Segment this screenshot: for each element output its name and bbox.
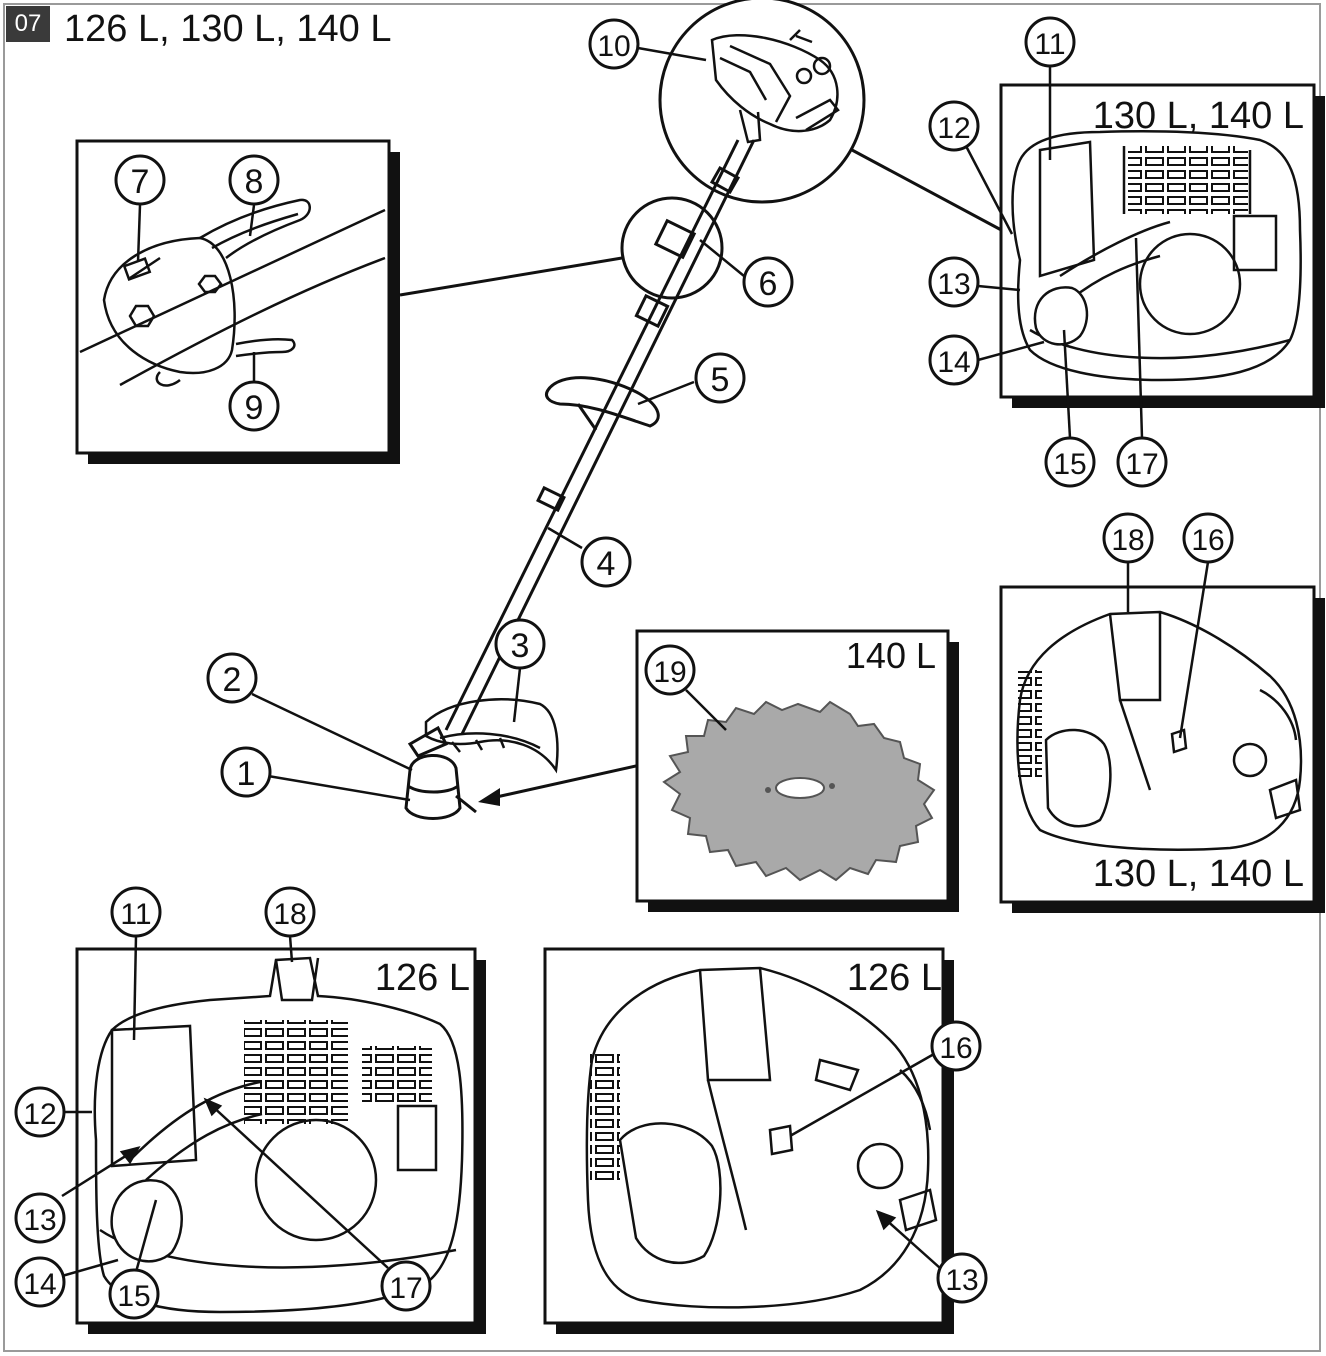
engine-130-140-right-illustration xyxy=(1016,610,1303,851)
callout-14: 14 xyxy=(928,334,980,386)
svg-text:18: 18 xyxy=(273,898,306,931)
callout-13: 13 xyxy=(936,1252,988,1304)
svg-text:11: 11 xyxy=(120,898,151,931)
panel-engine-126-right: 126 L 16 13 xyxy=(543,947,988,1334)
section-title: 126 L, 130 L, 140 L xyxy=(64,8,392,50)
callout-11: 11 xyxy=(110,886,162,938)
svg-text:18: 18 xyxy=(1111,524,1144,557)
callout-13: 13 xyxy=(928,256,980,308)
svg-text:8: 8 xyxy=(245,163,264,201)
svg-text:10: 10 xyxy=(597,30,630,63)
svg-text:4: 4 xyxy=(597,545,616,583)
callout-19: 19 xyxy=(644,644,696,696)
model-label: 130 L, 140 L xyxy=(1093,853,1304,895)
svg-text:1: 1 xyxy=(237,755,256,793)
panel-blade-140: 140 L 19 xyxy=(635,629,959,912)
callout-5: 5 xyxy=(694,352,746,404)
svg-text:2: 2 xyxy=(223,661,242,699)
callout-17: 17 xyxy=(1116,436,1168,488)
callout-4: 4 xyxy=(580,536,632,588)
throttle-handle-illustration xyxy=(79,198,386,387)
trimmer-guard xyxy=(424,698,559,774)
main-trimmer-illustration: 1 2 3 4 5 6 10 xyxy=(206,0,1006,820)
model-label: 130 L, 140 L xyxy=(1093,95,1304,137)
svg-text:17: 17 xyxy=(1125,448,1158,481)
panel-engine-130-140-left: 130 L, 140 L 11 12 13 14 15 17 xyxy=(928,16,1325,488)
svg-text:7: 7 xyxy=(131,163,150,201)
callout-12: 12 xyxy=(928,100,980,152)
trimmer-engine xyxy=(710,29,840,144)
section-number-badge: 07 xyxy=(6,6,50,42)
callout-15: 15 xyxy=(1044,436,1096,488)
svg-text:17: 17 xyxy=(389,1272,422,1305)
callout-1: 1 xyxy=(220,746,272,798)
svg-text:3: 3 xyxy=(511,627,530,665)
svg-text:19: 19 xyxy=(653,656,686,689)
engine-zoom-circle xyxy=(658,0,866,204)
svg-text:16: 16 xyxy=(939,1032,972,1065)
callout-9: 9 xyxy=(228,380,280,432)
callout-3: 3 xyxy=(494,618,546,670)
svg-text:6: 6 xyxy=(759,265,778,303)
callout-6: 6 xyxy=(742,256,794,308)
svg-text:9: 9 xyxy=(245,389,264,427)
throttle-zoom-circle xyxy=(620,196,724,300)
callout-2: 2 xyxy=(206,652,258,704)
callout-7: 7 xyxy=(114,154,166,206)
panel-engine-130-140-right: 130 L, 140 L 18 16 xyxy=(999,512,1325,913)
callout-16: 16 xyxy=(930,1020,982,1072)
svg-text:16: 16 xyxy=(1191,524,1224,557)
svg-text:13: 13 xyxy=(23,1204,56,1237)
callout-18: 18 xyxy=(1102,512,1154,564)
callout-16: 16 xyxy=(1182,512,1234,564)
panel-throttle-detail: 7 8 9 xyxy=(75,139,400,464)
callout-12: 12 xyxy=(14,1086,66,1138)
callout-18: 18 xyxy=(264,886,316,938)
svg-text:13: 13 xyxy=(937,268,970,301)
fuel-cap-shape xyxy=(110,1179,183,1263)
svg-text:12: 12 xyxy=(23,1098,56,1131)
callout-15: 15 xyxy=(108,1268,160,1320)
callout-14: 14 xyxy=(14,1256,66,1308)
svg-text:15: 15 xyxy=(1053,448,1086,481)
svg-text:5: 5 xyxy=(711,361,730,399)
svg-text:14: 14 xyxy=(937,346,970,379)
engine-126-right-illustration xyxy=(585,966,938,1309)
model-label: 140 L xyxy=(846,635,936,676)
fuel-cap-shape xyxy=(1033,286,1089,346)
callout-10: 10 xyxy=(588,18,640,70)
callout-8: 8 xyxy=(228,154,280,206)
panel-engine-126-left: 126 L 11 18 12 13 14 15 17 xyxy=(14,886,486,1334)
svg-text:11: 11 xyxy=(1034,28,1065,61)
svg-text:15: 15 xyxy=(117,1280,150,1313)
callout-13: 13 xyxy=(14,1192,66,1244)
svg-text:14: 14 xyxy=(23,1268,56,1301)
callout-11: 11 xyxy=(1024,16,1076,68)
model-label: 126 L xyxy=(375,957,470,999)
trimmer-head xyxy=(404,725,477,820)
svg-text:13: 13 xyxy=(945,1264,978,1297)
model-label: 126 L xyxy=(847,957,942,999)
callout-17: 17 xyxy=(380,1260,432,1312)
svg-text:12: 12 xyxy=(937,112,970,145)
